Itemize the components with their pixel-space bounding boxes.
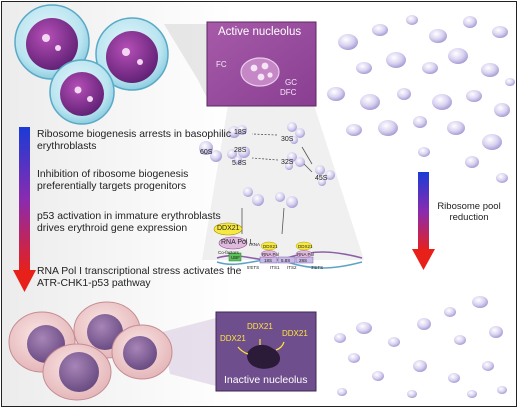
ribosome-pool-label: Ribosome pool reduction <box>437 201 501 223</box>
pol-small-oval-1 <box>260 250 278 258</box>
rrna-18s-label: 18S <box>234 129 247 136</box>
ddx21-free-label-3: DDX21 <box>282 329 308 338</box>
processing-schematic <box>199 122 335 208</box>
its2-label: ITS2 <box>287 265 297 270</box>
its1-label: ITS1 <box>270 265 280 270</box>
erythroblast-cluster-bottom <box>8 301 173 401</box>
ddx21-small-oval-1 <box>260 241 278 251</box>
ubf-label: UBF <box>231 255 240 260</box>
pol1-label: RNA Pol I <box>221 239 252 246</box>
fc-label: FC <box>216 60 227 69</box>
erythroblast-cluster-top <box>14 4 169 125</box>
ddx21-small-label-2: DDX21 <box>298 244 313 249</box>
step-text-4: RNA Pol I transcriptional stress activat… <box>37 266 242 289</box>
inactive-nucleolus-title: Inactive nucleolus <box>224 374 308 386</box>
ddx21-release-arrows <box>237 339 285 355</box>
diagram-canvas <box>8 4 515 401</box>
left-gradient-arrow <box>13 127 36 292</box>
pol-small-oval-2 <box>295 250 313 258</box>
ets5-label: 5'ETS <box>247 265 260 270</box>
step-text-2: Inhibition of ribosome biogenesis prefer… <box>37 169 189 192</box>
right-gradient-arrow <box>412 172 435 270</box>
rrna-45s-label: 45S <box>315 175 328 182</box>
rrna-30s-label: 30S <box>281 136 294 143</box>
ddx21-label: DDX21 <box>217 225 240 232</box>
rrna-60s-label: 60S <box>200 149 213 156</box>
dna-58s-label: 5.8S <box>281 258 291 263</box>
ddx21-free-label-2: DDX21 <box>220 334 246 343</box>
ribosome-pool-sparse <box>334 296 507 398</box>
rdna-strand <box>216 251 363 269</box>
gc-label: GC <box>285 78 297 87</box>
ddx21-small-label-1: DDX21 <box>263 244 278 249</box>
pol1-oval <box>218 236 248 250</box>
rnapol-small-label-2: RNA Pol <box>297 252 315 257</box>
dfc-label: DFC <box>280 88 297 97</box>
nucleolus-spots <box>240 57 280 87</box>
zoom-beam-bottom <box>162 318 216 386</box>
ddx21-oval <box>213 222 243 236</box>
rrna-32s-label: 32S <box>281 159 294 166</box>
rrna-28s-label: 28S <box>234 147 247 154</box>
step-text-1: Ribosome biogenesis arrests in basophili… <box>37 129 232 152</box>
ets3-label: 3'ETS <box>311 265 324 270</box>
active-nucleolus-title: Active nucleolus <box>218 26 302 38</box>
rrna-58s-label: 5.8S <box>232 160 247 167</box>
rrna-label: rRNA <box>249 242 260 247</box>
dna-28s-label: 28S <box>299 258 308 263</box>
step-text-3: p53 activation in immature erythroblasts… <box>37 211 221 234</box>
inactive-nucleolus-blob <box>246 344 281 369</box>
zoom-beam-middle <box>202 105 364 260</box>
zoom-beam-top <box>164 24 210 104</box>
ddx21-free-label-1: DDX21 <box>247 322 273 331</box>
cofactors-label: Co-factors <box>218 250 239 255</box>
rnapol-small-label-1: RNA Pol <box>262 252 280 257</box>
ribosome-pool-dense <box>327 15 515 183</box>
dna-18s-label: 18S <box>264 258 273 263</box>
ddx21-small-oval-2 <box>295 241 313 251</box>
